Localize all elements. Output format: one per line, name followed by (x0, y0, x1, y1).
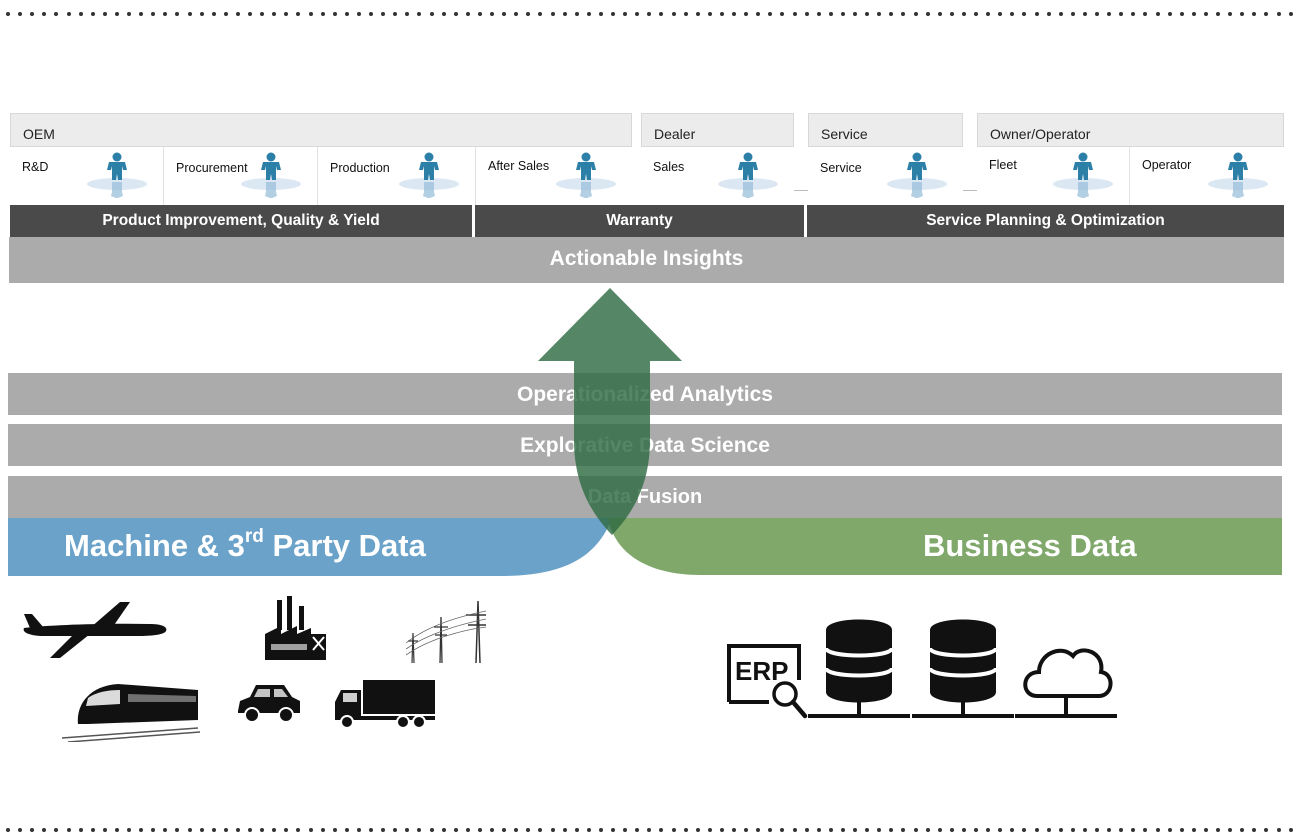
business-data-label: Business Data (923, 528, 1137, 563)
group-title: Dealer (641, 113, 794, 147)
group-dealer: Dealer Sales (641, 113, 794, 205)
layer-data-fusion: Data Fusion (8, 476, 1282, 518)
role-service: Service (808, 147, 963, 205)
database-icon (912, 619, 1014, 718)
machine-data-band (8, 518, 612, 576)
person-icon (887, 152, 947, 198)
cloud-icon (1015, 648, 1117, 718)
top-dotted-border (0, 12, 1297, 16)
role-label: Production (330, 161, 390, 175)
group-title: OEM (10, 113, 632, 147)
role-rd: R&D (10, 147, 164, 205)
group-service: Service Service (808, 113, 963, 205)
group-title: Owner/Operator (977, 113, 1284, 147)
role-production: Production (318, 147, 476, 205)
person-icon (556, 152, 616, 198)
connector-line (963, 190, 977, 191)
car-icon (238, 685, 300, 723)
role-label: Operator (1142, 158, 1192, 172)
person-icon (1208, 152, 1268, 198)
factory-icon (265, 596, 326, 660)
person-icon (87, 152, 147, 198)
use-case-bar-service-planning: Service Planning & Optimization (807, 205, 1284, 237)
airplane-icon (23, 602, 167, 658)
business-data-band (608, 518, 1282, 575)
upward-arrow (538, 288, 682, 535)
person-icon (399, 152, 459, 198)
role-procurement: Procurement (164, 147, 318, 205)
role-label: R&D (22, 160, 49, 174)
person-icon (718, 152, 778, 198)
power-line-icon (406, 600, 486, 664)
bottom-dotted-border (0, 828, 1297, 832)
group-oem: OEM R&D Procurement Production After Sal… (10, 113, 632, 205)
connector-line (794, 190, 808, 191)
actionable-insights-bar: Actionable Insights (9, 237, 1284, 283)
database-icon (808, 619, 910, 718)
group-owner-operator: Owner/Operator Fleet Operator (977, 113, 1284, 205)
truck-icon (335, 680, 435, 729)
machine-data-label: Machine & 3rd Party Data (64, 526, 426, 563)
train-icon (61, 684, 201, 742)
role-label: Fleet (989, 158, 1017, 172)
role-label: Procurement (176, 161, 248, 175)
use-case-bar-warranty: Warranty (475, 205, 804, 237)
role-operator: Operator (1130, 147, 1284, 205)
erp-label: ERP (735, 656, 789, 686)
group-title: Service (808, 113, 963, 147)
role-after-sales: After Sales (476, 147, 632, 205)
use-case-bar-product-improvement: Product Improvement, Quality & Yield (10, 205, 472, 237)
role-sales: Sales (641, 147, 794, 205)
role-label: Service (820, 161, 862, 175)
role-label: Sales (653, 160, 685, 174)
role-fleet: Fleet (977, 147, 1130, 205)
person-icon (1053, 152, 1113, 198)
erp-search-icon: ERP (727, 644, 809, 720)
role-label: After Sales (488, 159, 550, 173)
person-icon (241, 152, 301, 198)
